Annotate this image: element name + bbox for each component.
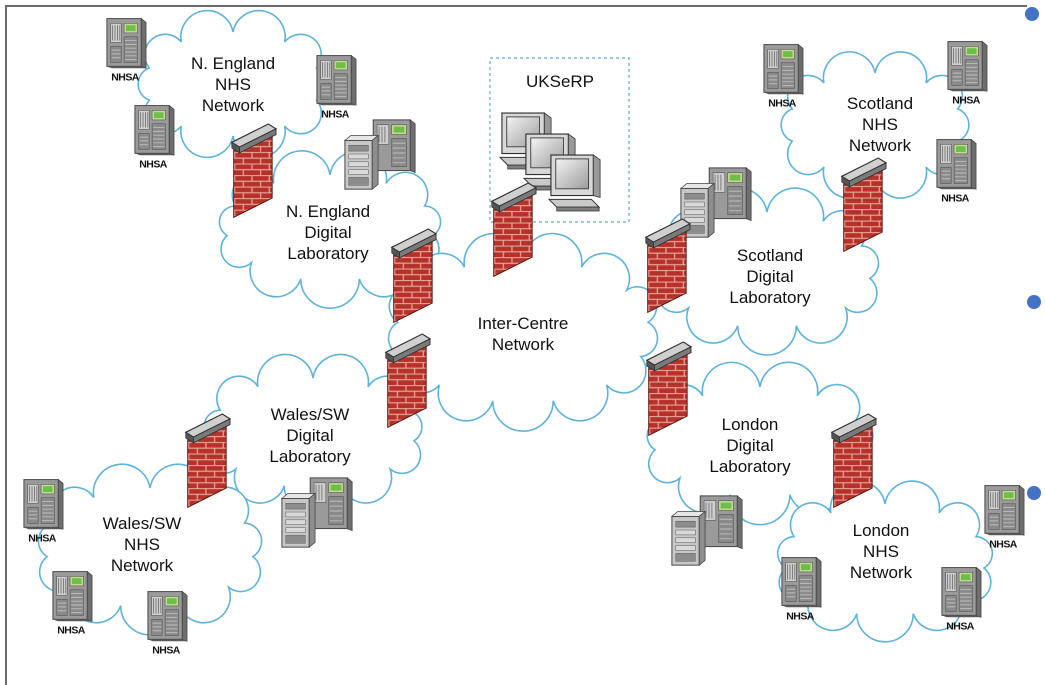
london-nhs-network-label: London NHS Network [849,521,913,582]
scotland-nhs-network-label: Scotland NHS Network [846,94,914,155]
nhs-server-icon [936,139,977,206]
bullet-dot [1027,295,1041,309]
bullet-dot [1027,486,1041,500]
bullet-dot [1025,7,1039,21]
nhs-server-icon [316,55,357,122]
nhs-server-icon [947,41,988,108]
ne-nhs-cloud [137,9,329,159]
nhs-server-icon [984,485,1025,552]
scotland-digital-lab-label: Scotland Digital Laboratory [729,246,811,307]
workstation-icon [548,154,601,212]
ukserp-boundary [489,57,630,223]
london-digital-lab-label: London Digital Laboratory [709,415,791,476]
nhs-server-icon [52,571,93,638]
ne-nhs-network-label: N. England NHS Network [190,54,276,115]
nhs-server-icon [941,567,982,634]
ne-digital-lab-label: N. England Digital Laboratory [285,202,371,263]
nhs-server-icon [106,18,147,85]
london-nhs-cloud [776,480,994,643]
wales-digital-lab-label: Wales/SW Digital Laboratory [269,405,351,466]
ukserp-label: UKSeRP [525,72,595,91]
wales-nhs-network-label: Wales/SW NHS Network [102,514,182,575]
nhs-server-icon [147,591,188,658]
lab-server-icon [671,495,743,566]
inter-centre-network-label: Inter-Centre Network [477,314,569,354]
slide-frame [5,5,1027,685]
